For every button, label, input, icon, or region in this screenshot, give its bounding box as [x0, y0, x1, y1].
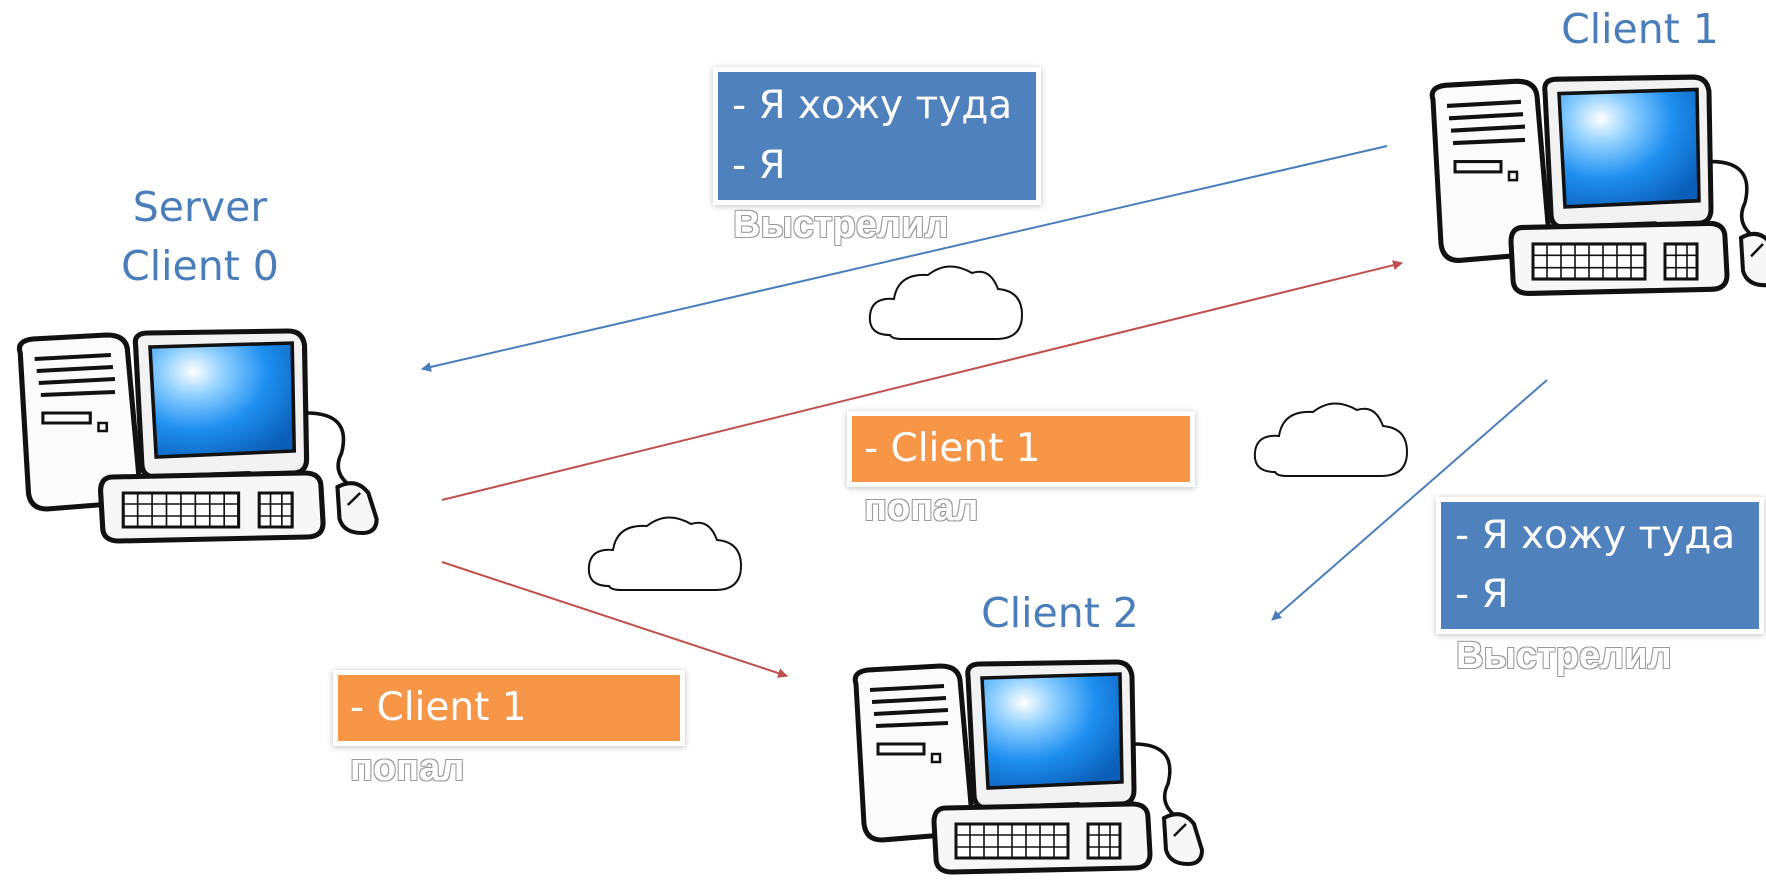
cloud-icon	[587, 516, 742, 591]
message-line-client: - Client 1	[864, 426, 1041, 471]
cloud-icon	[868, 265, 1023, 340]
message-overflow-hit: попал	[864, 487, 979, 529]
message-overflow-shot: Выстрелил	[1456, 635, 1672, 677]
message-line-i: - Я	[1455, 572, 1509, 617]
arrow-client1-to-client2	[1271, 379, 1548, 621]
message-line-move: - Я хожу туда	[1455, 513, 1736, 558]
message-line-i: - Я	[732, 143, 786, 188]
client1-label: Client 1	[1561, 5, 1719, 53]
arrow-server-to-client1	[441, 260, 1403, 501]
client2-computer-icon	[855, 662, 1202, 872]
cloud-icon	[1253, 402, 1408, 477]
server-label: Server Client 0	[90, 178, 310, 296]
arrow-server-to-client2	[441, 561, 788, 678]
arrow-client1-to-server	[421, 145, 1388, 372]
message-line-client: - Client 1	[350, 685, 527, 730]
message-overflow-shot: Выстрелил	[733, 204, 949, 246]
server-computer-icon	[19, 331, 376, 541]
message-box-client1-to-server	[718, 72, 1036, 200]
client1-computer-icon	[1432, 77, 1766, 293]
message-box-server-to-client2	[338, 675, 680, 741]
message-box-client1-to-client2	[1441, 502, 1759, 629]
client2-label: Client 2	[981, 589, 1139, 637]
message-overflow-hit: попал	[350, 747, 465, 789]
message-box-server-to-client1	[852, 416, 1190, 482]
server-label-line1: Server	[132, 183, 268, 231]
server-label-line2: Client 0	[121, 242, 279, 290]
message-line-move: - Я хожу туда	[732, 83, 1013, 128]
